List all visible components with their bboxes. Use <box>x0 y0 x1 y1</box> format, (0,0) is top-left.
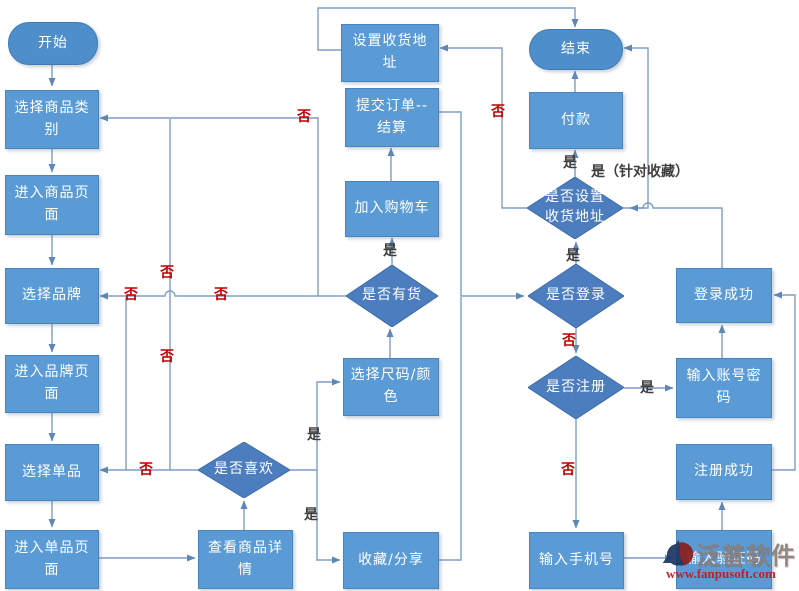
edge-label-no-to-category-corner: 否 <box>297 109 311 125</box>
node-address-set-decision-label: 是否设置 收货地址 <box>545 189 605 225</box>
node-register-success-label: 注册成功 <box>694 463 754 480</box>
node-end-label: 结束 <box>561 40 591 57</box>
node-select-category: 选择商品类 别 <box>5 90 99 149</box>
node-enter-verification-code-label: 输入验证码 <box>686 550 762 567</box>
node-register-decision: 是否注册 <box>528 356 624 419</box>
node-end: 结束 <box>529 29 623 70</box>
node-enter-item-page-label: 进入单品页 面 <box>14 539 90 578</box>
edge-label-yes-stock: 是 <box>383 243 397 259</box>
diamond-shape <box>346 265 438 327</box>
node-select-size-color: 选择尺码/颜 色 <box>343 358 439 416</box>
edge-label-no-like-to-category-upper: 否 <box>160 265 174 281</box>
node-address-set-decision: 是否设置 收货地址 <box>527 177 623 239</box>
node-favorite-share-label: 收藏/分享 <box>358 551 424 568</box>
edge-label-yes-address-decision: 是 <box>563 155 577 171</box>
node-like-decision: 是否喜欢 <box>198 442 290 498</box>
node-stock-decision-label: 是否有货 <box>362 287 422 304</box>
node-view-product-detail: 查看商品详 情 <box>198 530 293 589</box>
edge-label-yes-like-lower: 是 <box>304 507 318 523</box>
edge-register-success-to-login-success <box>770 291 796 471</box>
node-set-address: 设置收货地 址 <box>341 24 439 82</box>
node-add-to-cart-label: 加入购物车 <box>354 200 430 217</box>
node-select-brand: 选择品牌 <box>5 268 99 324</box>
edge-label-no-login-decision: 否 <box>562 333 576 349</box>
node-view-product-detail-label: 查看商品详 情 <box>208 539 283 578</box>
node-login-success-label: 登录成功 <box>694 286 754 303</box>
node-select-size-color-label: 选择尺码/颜 色 <box>350 367 432 405</box>
edge-favorite-to-login-decision <box>437 297 462 561</box>
node-select-item: 选择单品 <box>5 444 99 501</box>
node-login-success: 登录成功 <box>676 268 772 323</box>
edge-address-no-to-set-address <box>439 44 527 209</box>
node-enter-phone-label: 输入手机号 <box>539 551 614 568</box>
edge-login-success-to-address-decision <box>629 202 723 268</box>
watermark-brand: 泛普软件 <box>696 542 796 570</box>
node-register-decision-label: 是否注册 <box>546 378 606 395</box>
node-enter-product-page: 进入商品页 面 <box>5 175 99 235</box>
node-favorite-share: 收藏/分享 <box>343 532 439 589</box>
edge-label-yes-login-decision: 是 <box>566 248 580 264</box>
edge-label-yes-register-decision: 是 <box>640 380 654 396</box>
node-register-success: 注册成功 <box>676 444 772 500</box>
node-pay-label: 付款 <box>561 111 591 128</box>
edge-like-yes-to-favorite <box>316 470 341 564</box>
node-login-decision-label: 是否登录 <box>546 287 606 304</box>
node-set-address-label: 设置收货地 址 <box>352 33 428 71</box>
edge-stock-no-to-category <box>99 114 319 296</box>
edge-label-no-register-decision: 否 <box>561 462 575 478</box>
diamond-shape <box>528 264 624 328</box>
node-like-decision-label: 是否喜欢 <box>214 461 274 478</box>
node-enter-account-password: 输入账号密 码 <box>676 358 772 418</box>
edge-label-yes-like-upper: 是 <box>307 427 321 443</box>
watermark-url: www.fanpusoft.com <box>666 566 776 581</box>
edge-submit-to-login-decision <box>437 111 525 300</box>
edge-like-yes-to-size-color <box>290 378 341 471</box>
node-enter-brand-page-label: 进入品牌页 面 <box>14 364 90 402</box>
node-stock-decision: 是否有货 <box>346 265 438 327</box>
diamond-shape <box>527 177 623 239</box>
node-select-brand-label: 选择品牌 <box>22 287 82 304</box>
node-submit-order: 提交订单-- 结算 <box>345 88 439 147</box>
node-enter-account-password-label: 输入账号密 码 <box>686 368 762 406</box>
edge-label-no-like-to-category-lower: 否 <box>160 349 174 365</box>
edge-label-yes-for-favorites: 是（针对收藏） <box>591 164 689 180</box>
node-select-category-label: 选择商品类 别 <box>14 99 90 138</box>
node-enter-product-page-label: 进入商品页 面 <box>14 185 90 223</box>
node-login-decision: 是否登录 <box>528 264 624 328</box>
node-start-label: 开始 <box>38 34 68 51</box>
edge-label-no-like-to-item: 否 <box>139 462 153 478</box>
watermark: 泛普软件 www.fanpusoft.com <box>656 528 799 588</box>
edge-address-favorite-to-end <box>623 44 649 209</box>
diamond-shape <box>528 356 624 419</box>
edge-label-no-address-decision: 否 <box>491 104 505 120</box>
edge-set-address-to-end <box>317 7 579 51</box>
node-enter-item-page: 进入单品页 面 <box>5 530 99 589</box>
node-start: 开始 <box>8 22 98 65</box>
node-enter-brand-page: 进入品牌页 面 <box>5 355 99 413</box>
node-add-to-cart: 加入购物车 <box>345 181 439 237</box>
node-pay: 付款 <box>529 92 623 149</box>
diamond-shape <box>198 442 290 498</box>
node-enter-verification-code: 输入验证码 <box>676 530 772 589</box>
node-select-item-label: 选择单品 <box>22 463 82 480</box>
node-enter-phone: 输入手机号 <box>529 532 624 589</box>
edge-label-no-stock-branch: 否 <box>214 287 228 303</box>
node-submit-order-label: 提交订单-- 结算 <box>355 97 429 136</box>
edge-label-no-stock-to-brand: 否 <box>124 287 138 303</box>
